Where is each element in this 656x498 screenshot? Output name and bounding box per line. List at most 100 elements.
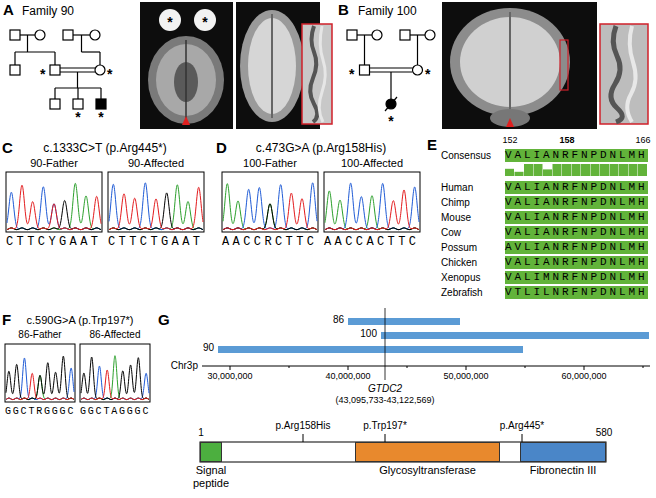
alignment-row: VALIANRFNPDNLMH	[505, 196, 648, 209]
text-label: p.Trp197*	[363, 420, 407, 431]
mri-image	[140, 2, 233, 129]
panel-letter: F	[2, 312, 11, 329]
zoom-inset	[310, 26, 317, 122]
pedigree	[10, 65, 20, 75]
conservation-bar	[581, 164, 590, 176]
pedigree	[425, 30, 435, 40]
pedigree	[60, 67, 95, 68]
conservation-bar	[562, 164, 571, 176]
trace-line	[6, 375, 74, 399]
asterisk-marker: *	[107, 67, 112, 82]
mri-image	[560, 40, 568, 90]
trace-line	[81, 370, 149, 400]
pedigree	[99, 52, 100, 65]
trace-line	[7, 183, 101, 229]
text-label: 90	[203, 342, 214, 353]
text-label: 1	[198, 427, 204, 438]
pedigree	[14, 52, 15, 65]
mri-image	[442, 2, 597, 129]
text-label: 152	[502, 136, 517, 146]
conservation-bar	[572, 164, 581, 176]
text-label: c.473G>A (p.Arg158His)	[256, 142, 386, 155]
protein-diagram	[200, 434, 606, 462]
mri-image	[490, 109, 530, 127]
text-label: 40,000,000	[325, 372, 370, 382]
gene-name: GTDC2	[368, 383, 402, 394]
trace-line	[109, 187, 203, 229]
domain-bar	[200, 442, 222, 462]
pedigree	[100, 88, 101, 99]
trace-line	[223, 184, 317, 230]
mri-image	[185, 40, 187, 122]
base-sequence: GGCTAGGGC	[80, 406, 150, 417]
text-label: Family 100	[358, 5, 417, 18]
text-label: Chicken	[441, 257, 477, 268]
zoom-inset	[600, 24, 648, 124]
text-label: Family 90	[22, 5, 74, 18]
text-label: Consensus	[441, 150, 491, 161]
panel-letter: A	[3, 2, 14, 19]
pedigree	[385, 97, 397, 111]
conservation-bar	[638, 164, 647, 176]
asterisk-marker: *	[40, 67, 45, 82]
pedigree	[54, 52, 55, 65]
text-label: 100-Affected	[341, 157, 403, 169]
pedigree	[364, 35, 365, 65]
pedigree	[81, 35, 82, 52]
pedigree	[400, 30, 410, 40]
conservation-bar	[543, 169, 552, 176]
trace-line	[109, 183, 203, 230]
text-label: p.Arg445*	[500, 420, 544, 431]
base-sequence: CTTCTGAAT	[108, 236, 203, 249]
protein-diagram	[303, 434, 304, 442]
pedigree	[10, 30, 20, 40]
domain-box: Signal peptide	[181, 442, 241, 492]
chromatogram-frame	[80, 344, 150, 402]
panel-letter: G	[158, 312, 170, 329]
pedigree	[96, 99, 106, 109]
trace-line	[7, 187, 101, 230]
chromosome-map	[381, 332, 649, 339]
base-sequence: AACCRCTTC	[222, 236, 317, 249]
trace-line	[223, 183, 317, 230]
panel-letter: D	[216, 140, 227, 157]
arrowhead	[182, 116, 514, 127]
asterisk-marker: *	[167, 15, 172, 30]
text-label: 90-Affected	[128, 157, 184, 169]
pedigree	[370, 67, 413, 68]
alignment-row: VALIANRFNPDNLMH	[505, 226, 648, 239]
chromosome-map	[385, 308, 386, 380]
chromatogram-frame	[324, 172, 420, 232]
residue-number: 158	[559, 136, 574, 146]
chromatogram-frame	[5, 344, 75, 402]
text-label: Human	[441, 182, 473, 193]
chromosome-map	[202, 366, 650, 367]
chromatogram-frame	[222, 172, 318, 232]
chromatogram	[222, 172, 318, 232]
asterisk-marker: *	[388, 114, 393, 129]
chromatogram	[5, 344, 75, 402]
mri-image	[240, 10, 304, 122]
text-label: Chimp	[441, 197, 470, 208]
text-label: 90-Father	[30, 157, 78, 169]
panel-letter: C	[2, 140, 13, 157]
chromatogram	[80, 344, 150, 402]
zoom-inset	[319, 26, 325, 122]
conservation-bar	[591, 164, 600, 176]
pedigree	[372, 30, 382, 40]
chromosome-map	[289, 366, 290, 368]
pedigree	[360, 65, 370, 75]
mri-image	[450, 8, 570, 116]
trace-line	[109, 185, 203, 230]
chromosome-map	[230, 366, 231, 370]
trace-line	[81, 366, 149, 400]
trace-line	[6, 373, 74, 399]
text-label: Cow	[441, 227, 461, 238]
pedigree	[417, 35, 418, 65]
domain-name: Glycosyltransferase	[355, 464, 500, 477]
zoom-inset	[627, 26, 635, 122]
panel-letter: E	[427, 137, 437, 154]
chromosome-map	[643, 366, 644, 368]
domain-name: Signal peptide	[181, 464, 241, 489]
text-label: 60,000,000	[561, 372, 606, 382]
